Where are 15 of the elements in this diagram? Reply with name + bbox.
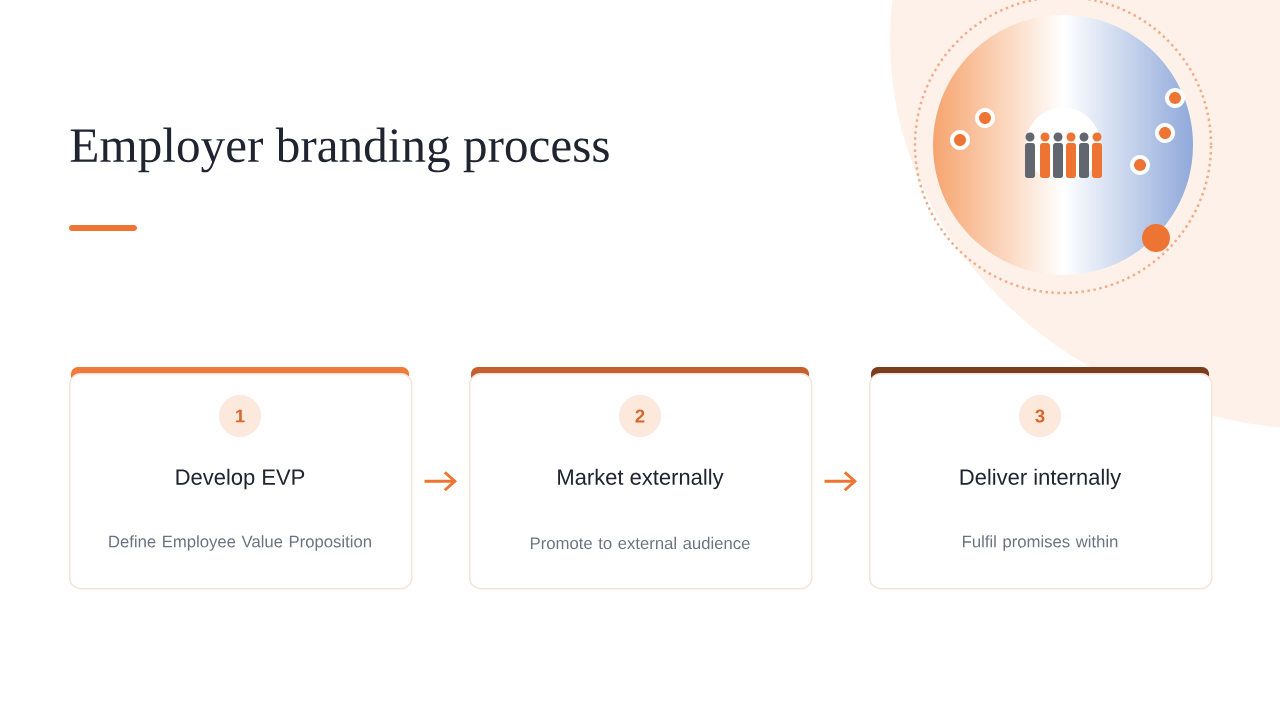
- step-description: Promote to external audience: [530, 536, 750, 550]
- step-heading: Develop EVP: [176, 468, 305, 490]
- page-title: Employer branding process: [70, 127, 609, 173]
- step-heading: Market externally: [558, 468, 724, 490]
- step-card: [869, 367, 1213, 590]
- number-badge: 2: [619, 395, 661, 437]
- number-badge: 3: [1019, 395, 1061, 437]
- step-card: [69, 367, 413, 590]
- step-description: Define Employee Value Proposition: [109, 535, 371, 551]
- arrow: [824, 471, 857, 492]
- arrow: [424, 471, 457, 492]
- number-badge: 1: [219, 395, 261, 437]
- step-description: Fulfil promises within: [963, 535, 1118, 551]
- step-card: [469, 367, 813, 590]
- step-heading: Deliver internally: [960, 468, 1122, 490]
